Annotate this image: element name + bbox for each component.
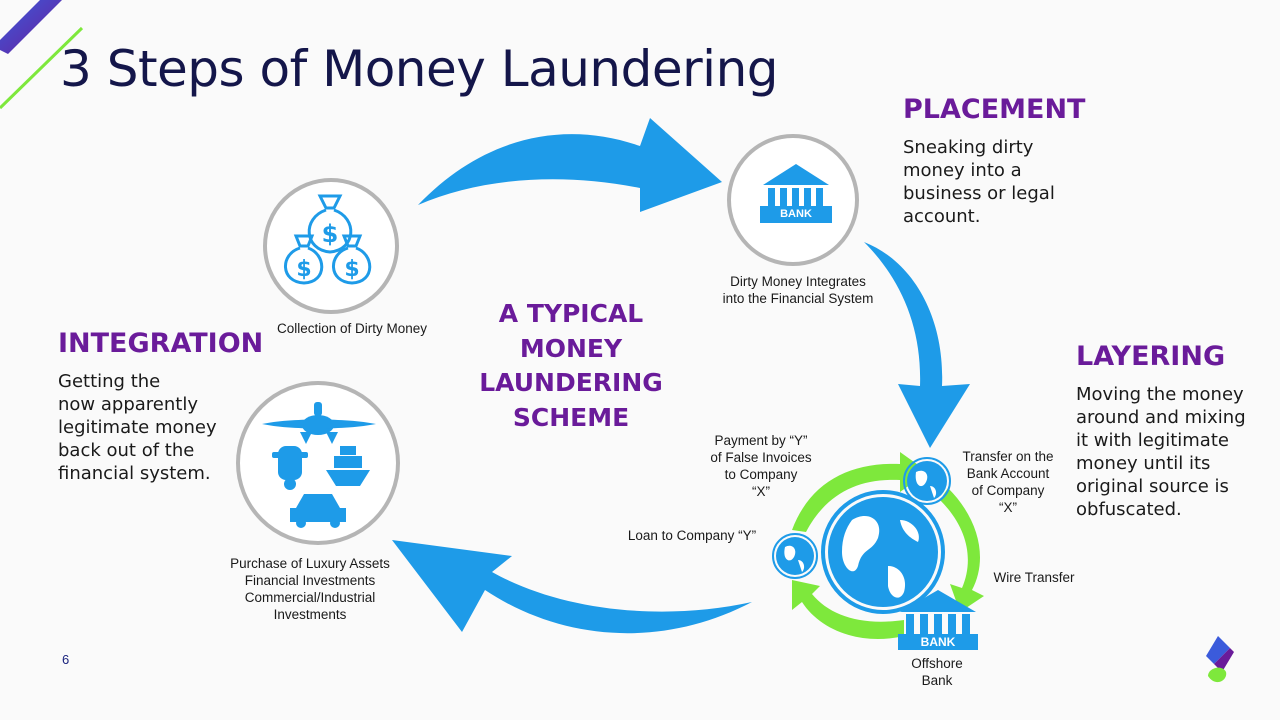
right-curved-arrow — [864, 242, 970, 448]
caption-line: Dirty Money Integrates — [730, 274, 866, 289]
caption-line: “X” — [999, 500, 1017, 515]
caption-line: Commercial/Industrial — [244, 590, 376, 605]
small-globe-top-icon — [903, 457, 951, 505]
slide-title: 3 Steps of Money Laundering — [60, 40, 779, 98]
caption-line: Purchase of Luxury Assets — [230, 556, 390, 571]
integration-line: Getting the — [58, 371, 161, 392]
dollar-signs: $ $ $ — [296, 220, 359, 282]
layering-cycle-arrows — [792, 452, 984, 639]
caption-line: of False Invoices — [710, 450, 812, 465]
purchase-caption: Purchase of Luxury Assets Financial Inve… — [210, 555, 410, 623]
placement-line: account. — [903, 206, 981, 227]
layering-line: original source is — [1076, 476, 1229, 497]
scheme-title-line: MONEY — [519, 333, 623, 363]
layering-description: Moving the money around and mixing it wi… — [1076, 383, 1246, 521]
integration-line: legitimate money — [58, 417, 217, 438]
page-number: 6 — [62, 652, 70, 667]
offshore-bank-caption: Offshore Bank — [887, 655, 987, 689]
collection-caption: Collection of Dirty Money — [252, 320, 452, 337]
integration-description: Getting the now apparently legitimate mo… — [58, 370, 217, 485]
scheme-title-line: LAUNDERING — [479, 368, 663, 397]
car-icon — [290, 494, 346, 528]
svg-text:$: $ — [344, 257, 359, 282]
dirty-money-integrates-caption: Dirty Money Integrates into the Financia… — [698, 273, 898, 307]
integration-line: back out of the — [58, 440, 195, 461]
caption-line: Bank — [921, 673, 953, 688]
caption-line: Payment by “Y” — [714, 433, 808, 448]
large-globe-icon — [821, 490, 945, 614]
svg-text:$: $ — [296, 257, 311, 282]
caption-line: Transfer on the — [962, 449, 1054, 464]
placement-line: business or legal — [903, 183, 1055, 204]
layering-line: obfuscated. — [1076, 499, 1182, 520]
caption-line: into the Financial System — [722, 291, 874, 306]
integration-heading: INTEGRATION — [58, 328, 264, 359]
scheme-title-line: SCHEME — [512, 402, 630, 432]
bottom-curved-arrow — [392, 540, 752, 634]
brand-logo — [1206, 636, 1234, 683]
caption-line: Offshore — [911, 656, 963, 671]
layering-line: Moving the money — [1076, 384, 1244, 405]
caption-line: Collection of Dirty Money — [276, 321, 428, 336]
caption-line: Investments — [273, 607, 347, 622]
motorcycle-icon — [272, 446, 308, 490]
caption-line: Loan to Company “Y” — [627, 528, 757, 543]
bank-icon-label: BANK — [780, 208, 812, 220]
scheme-title-line: A TYPICAL — [498, 299, 644, 328]
offshore-bank-icon — [898, 590, 978, 650]
small-globe-left-icon — [772, 533, 818, 579]
airplane-icon — [262, 402, 376, 444]
caption-line: to Company — [724, 467, 798, 482]
caption-line: Wire Transfer — [993, 570, 1075, 585]
placement-line: Sneaking dirty — [903, 137, 1034, 158]
integration-line: now apparently — [58, 394, 198, 415]
caption-line: Financial Investments — [244, 573, 376, 588]
ship-icon — [326, 446, 370, 486]
offshore-bank-icon-label: BANK — [920, 635, 956, 649]
corner-accent — [0, 0, 84, 110]
placement-description: Sneaking dirty money into a business or … — [903, 136, 1055, 228]
wire-transfer-caption: Wire Transfer — [984, 569, 1084, 586]
layering-line: around and mixing — [1076, 407, 1246, 428]
scheme-title: A TYPICAL MONEY LAUNDERING SCHEME — [451, 297, 691, 435]
top-curved-arrow — [418, 118, 722, 212]
layering-line: money until its — [1076, 453, 1211, 474]
placement-line: money into a — [903, 160, 1022, 181]
caption-line: Bank Account — [966, 466, 1050, 481]
placement-heading: PLACEMENT — [903, 94, 1086, 125]
loan-caption: Loan to Company “Y” — [612, 527, 772, 544]
transfer-caption: Transfer on the Bank Account of Company … — [948, 448, 1068, 516]
bank-icon — [760, 164, 832, 223]
caption-line: of Company — [971, 483, 1045, 498]
layering-line: it with legitimate — [1076, 430, 1229, 451]
svg-text:$: $ — [322, 220, 339, 248]
integration-line: financial system. — [58, 463, 211, 484]
layering-heading: LAYERING — [1076, 341, 1226, 372]
money-bags-icon — [284, 194, 372, 285]
caption-line: “X” — [752, 484, 770, 499]
payment-caption: Payment by “Y” of False Invoices to Comp… — [686, 432, 836, 500]
